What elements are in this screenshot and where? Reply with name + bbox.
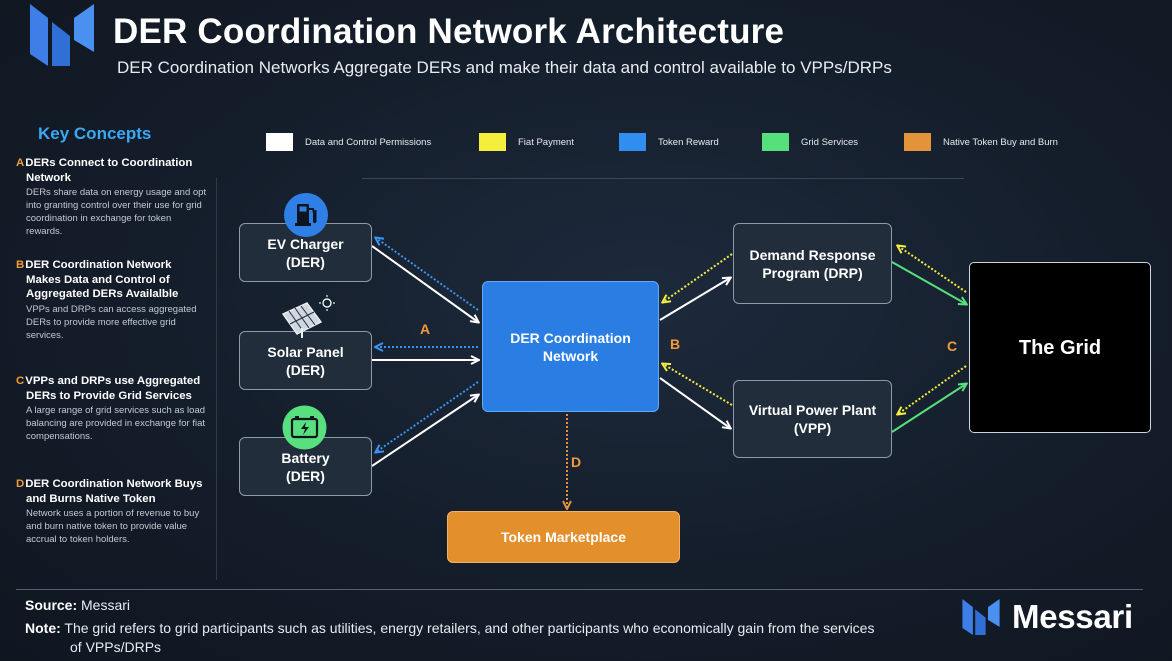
legend-divider xyxy=(362,178,964,179)
label-d: D xyxy=(571,454,582,470)
arrow-vpp-to-grid xyxy=(891,384,966,433)
concept-body: Network uses a portion of revenue to buy… xyxy=(26,508,200,545)
vpp-node: Virtual Power Plant (VPP) xyxy=(733,380,892,458)
legend-swatch xyxy=(266,133,293,151)
arrow-grid-to-drp xyxy=(898,246,967,293)
page-subtitle: DER Coordination Networks Aggregate DERs… xyxy=(117,58,892,77)
legend-swatch xyxy=(619,133,646,151)
messari-logo xyxy=(30,4,94,66)
concept-heading: DER Coordination Network Buys and Burns … xyxy=(25,478,203,505)
arrow-network-to-vpp xyxy=(659,377,730,428)
source-line: Source: Messari xyxy=(25,597,130,613)
the-grid-node: The Grid xyxy=(969,262,1151,433)
legend-item-fiat: Fiat Payment xyxy=(479,133,574,151)
fuel-pump-icon xyxy=(284,193,328,237)
label-c: C xyxy=(947,338,958,354)
legend-item-grid-services: Grid Services xyxy=(762,133,858,151)
legend-label: Grid Services xyxy=(801,136,859,148)
footer-divider xyxy=(16,589,1143,590)
label-a: A xyxy=(420,321,431,337)
concept-body: A large range of grid services such as l… xyxy=(26,405,206,442)
legend: Data and Control Permissions Fiat Paymen… xyxy=(266,133,1086,155)
legend-item-token-reward: Token Reward xyxy=(619,133,719,151)
arrow-network-to-ev xyxy=(376,238,479,311)
arrow-grid-to-vpp xyxy=(898,365,967,414)
legend-label: Token Reward xyxy=(658,136,719,148)
legend-item-buy-burn: Native Token Buy and Burn xyxy=(904,133,1058,151)
source-label: Source: xyxy=(25,597,78,613)
legend-swatch xyxy=(762,133,789,151)
solar-panel-icon xyxy=(281,295,335,338)
arrow-drp-to-grid xyxy=(891,261,966,304)
der-coordination-network-node: DER Coordination Network xyxy=(482,281,659,412)
legend-swatch xyxy=(479,133,506,151)
concept-letter: A xyxy=(16,157,25,169)
note-value: The grid refers to grid participants suc… xyxy=(64,620,875,655)
note-label: Note: xyxy=(25,620,61,636)
arrow-battery-to-network xyxy=(371,395,478,467)
solar-panel-node: Solar Panel (DER) xyxy=(239,331,372,390)
concept-letter: B xyxy=(16,259,25,271)
legend-label: Data and Control Permissions xyxy=(305,136,432,148)
concept-heading: DER Coordination Network Makes Data and … xyxy=(25,259,179,300)
battery-icon xyxy=(282,405,327,450)
brand-name: Messari xyxy=(1012,598,1133,635)
legend-swatch xyxy=(904,133,931,151)
token-marketplace-node: Token Marketplace xyxy=(447,511,680,563)
key-concepts-title: Key Concepts xyxy=(38,124,152,143)
battery-node: Battery (DER) xyxy=(239,437,372,496)
concept-c: CVPPs and DRPs use Aggregated DERs to Pr… xyxy=(16,374,208,443)
note-line: Note: The grid refers to grid participan… xyxy=(25,619,890,657)
concept-body: VPPs and DRPs can access aggregated DERs… xyxy=(26,303,197,341)
label-b: B xyxy=(670,336,681,352)
legend-item-data-control: Data and Control Permissions xyxy=(266,133,431,151)
legend-label: Fiat Payment xyxy=(518,136,574,148)
concept-letter: C xyxy=(16,375,25,387)
concept-heading: VPPs and DRPs use Aggregated DERs to Pro… xyxy=(25,375,201,402)
concept-a: ADERs Connect to Coordination Network DE… xyxy=(16,156,208,238)
concept-letter: D xyxy=(16,478,25,490)
drp-node: Demand Response Program (DRP) xyxy=(733,223,892,304)
page-title: DER Coordination Network Architecture xyxy=(113,12,785,51)
arrow-network-to-battery xyxy=(376,381,479,452)
arrow-drp-to-network xyxy=(663,253,733,302)
concept-d: DDER Coordination Network Buys and Burns… xyxy=(16,477,208,546)
sidebar-divider xyxy=(216,178,217,580)
brand: Messari xyxy=(962,598,1133,636)
concept-b: BDER Coordination Network Makes Data and… xyxy=(16,258,208,342)
messari-logo-small xyxy=(962,599,1000,635)
legend-label: Native Token Buy and Burn xyxy=(943,136,1058,148)
arrow-vpp-to-network xyxy=(663,364,733,406)
source-value: Messari xyxy=(81,597,131,613)
arrow-network-to-drp xyxy=(659,278,730,321)
concept-heading: DERs Connect to Coordination Network xyxy=(25,157,193,184)
arrow-ev-to-network xyxy=(371,245,478,322)
concept-body: DERs share data on energy usage and opt … xyxy=(26,187,207,237)
